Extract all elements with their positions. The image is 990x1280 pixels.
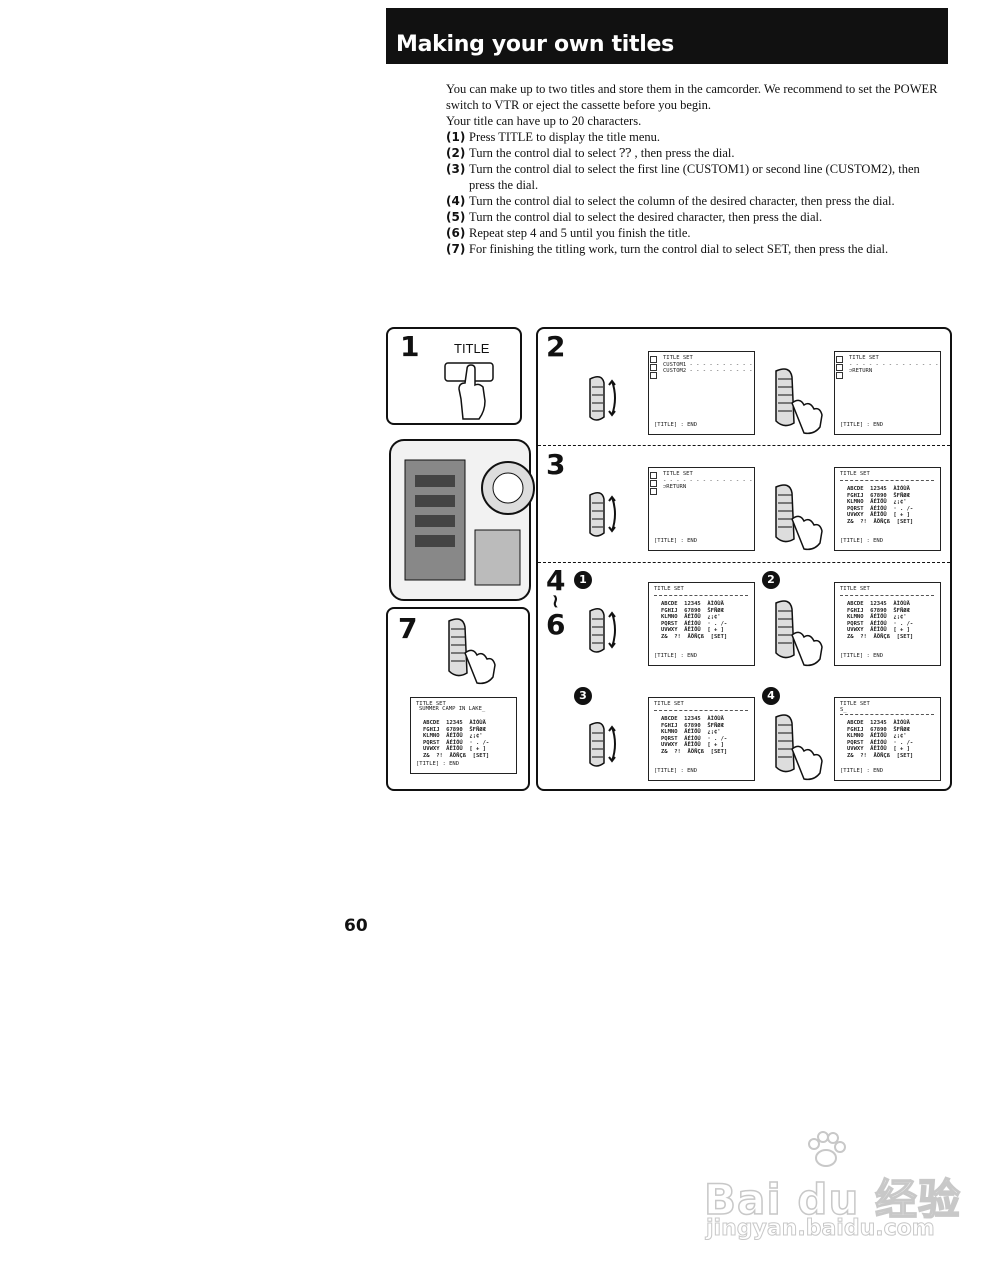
step-number: (7): [446, 242, 466, 256]
step-number: (5): [446, 210, 466, 224]
step-5: (5)Turn the control dial to select the d…: [446, 209, 946, 225]
panel-steps-2-6: 2 TITLE SET CUSTOM1 - - - - - - - - - - …: [536, 327, 952, 791]
step-text: For finishing the titling work, turn the…: [469, 242, 889, 256]
dial-turn-icon: [589, 376, 616, 421]
lcd-screen-character-set: TITLE SET ABCDE 12345 ÀÌÓÙÄ FGHIJ 67890 …: [834, 467, 941, 551]
screen-menu: TITLE SET - - - - - - - - - - - - - - - …: [663, 471, 753, 491]
panel-step-number: 6: [546, 608, 566, 641]
screen-menu: TITLE SET CUSTOM1 - - - - - - - - - - - …: [663, 355, 753, 375]
step-number: (1): [446, 130, 466, 144]
character-grid: ABCDE 12345 ÀÌÓÙÄ FGHIJ 67890 ŠFÑØÆ KLMN…: [847, 601, 914, 640]
divider: [538, 445, 950, 446]
screen-title: TITLE SET: [416, 701, 446, 707]
step-number: (6): [446, 226, 466, 240]
character-grid: ABCDE 12345 ÀÌÓÙÄ FGHIJ 67890 ŠFÑØÆ KLMN…: [423, 720, 490, 759]
divider: [538, 562, 950, 563]
screen-title: TITLE SET: [840, 701, 870, 707]
lcd-screen-select-column: TITLE SET ABCDE 12345 ÀÌÓÙÄ FGHIJ 67890 …: [648, 582, 755, 666]
screen-footer: [TITLE] : END: [654, 768, 698, 775]
range-tilde: ≀: [552, 591, 559, 611]
step-4: (4)Turn the control dial to select the c…: [446, 193, 946, 209]
panel-step-1: 1 TITLE: [386, 327, 522, 425]
screen-footer: [TITLE] : END: [840, 653, 884, 660]
step-number: (4): [446, 194, 466, 208]
sub-step-badge: 1: [574, 571, 592, 589]
screen-footer: [TITLE] : END: [654, 653, 698, 660]
panel-step-number: 3: [546, 448, 566, 481]
title-button-label: TITLE: [454, 341, 490, 356]
paw-logo-icon: [808, 1131, 846, 1167]
dial-turn-icon: [589, 608, 616, 653]
dial-turn-icon: [589, 722, 616, 767]
dial-press-icon: [448, 618, 496, 685]
screen-title: TITLE SET: [840, 586, 870, 592]
lcd-screen-select-character: TITLE SET ABCDE 12345 ÀÌÓÙÄ FGHIJ 67890 …: [648, 697, 755, 781]
screen-footer: [TITLE] : END: [416, 761, 460, 768]
panel-step-number: 1: [400, 330, 420, 363]
panel-step-number: 7: [398, 612, 418, 645]
step-text: Turn the control dial to select the desi…: [469, 210, 823, 224]
screen-title: TITLE SET: [654, 701, 684, 707]
section-header-bar: Making your own titles: [386, 8, 948, 64]
page-title: Making your own titles: [396, 32, 674, 57]
step-1: (1)Press TITLE to display the title menu…: [446, 129, 946, 145]
sub-step-badge: 3: [574, 687, 592, 705]
step-7: (7)For finishing the titling work, turn …: [446, 241, 946, 257]
lcd-screen-custom-line: TITLE SET - - - - - - - - - - - - - - - …: [648, 467, 755, 551]
panel-step-number: 2: [546, 330, 566, 363]
character-grid: ABCDE 12345 ÀÌÓÙÄ FGHIJ 67890 ŠFÑØÆ KLMN…: [847, 720, 914, 759]
step-number: (3): [446, 162, 466, 176]
step-2: (2)Turn the control dial to select ⁇ , t…: [446, 145, 946, 161]
page-number: 60: [344, 916, 368, 936]
dial-press-icon: [775, 600, 823, 667]
screen-footer: [TITLE] : END: [840, 538, 884, 545]
screen-title: TITLE SET: [654, 586, 684, 592]
sub-step-badge: 4: [762, 687, 780, 705]
intro-paragraph: You can make up to two titles and store …: [446, 82, 938, 112]
instructions: You can make up to two titles and store …: [446, 81, 946, 257]
lcd-screen-column-selected: TITLE SET ABCDE 12345 ÀÌÓÙÄ FGHIJ 67890 …: [834, 582, 941, 666]
screen-footer: [TITLE] : END: [654, 422, 698, 429]
screen-title-text: S_: [840, 707, 847, 713]
step-6: (6)Repeat step 4 and 5 until you finish …: [446, 225, 946, 241]
lcd-screen-character-entered: TITLE SET S_ ABCDE 12345 ÀÌÓÙÄ FGHIJ 678…: [834, 697, 941, 781]
step-text: Turn the control dial to select the colu…: [469, 194, 895, 208]
screen-title: TITLE SET: [840, 471, 870, 477]
panel-step-7: 7 TITLE SET SUMMER CAMP IN LAKE_ ABCDE 1…: [386, 607, 530, 791]
step-number: (2): [446, 146, 466, 160]
screen-footer: [TITLE] : END: [654, 538, 698, 545]
camcorder-illustration: [389, 439, 535, 601]
screen-menu: TITLE SET - - - - - - - - - - - - - - - …: [849, 355, 939, 375]
character-grid: ABCDE 12345 ÀÌÓÙÄ FGHIJ 67890 ŠFÑØÆ KLMN…: [661, 716, 728, 755]
lcd-screen-title-set: TITLE SET SUMMER CAMP IN LAKE_ ABCDE 123…: [410, 697, 517, 774]
lcd-screen-title-menu: TITLE SET CUSTOM1 - - - - - - - - - - - …: [648, 351, 755, 435]
screen-footer: [TITLE] : END: [840, 422, 884, 429]
dial-press-icon: [775, 484, 823, 551]
dial-press-icon: [775, 368, 823, 435]
screen-title-text: SUMMER CAMP IN LAKE_: [419, 706, 486, 712]
step-text: Press TITLE to display the title menu.: [469, 130, 661, 144]
watermark-url: jingyan.baidu.com: [706, 1216, 936, 1242]
intro-paragraph: Your title can have up to 20 characters.: [446, 114, 642, 128]
dial-turn-icon: [589, 492, 616, 537]
step-text: Turn the control dial to select ⁇ , then…: [469, 146, 735, 160]
dial-press-icon: [775, 714, 823, 781]
watermark-text: Bai du 经验: [703, 1174, 961, 1225]
step-3: (3)Turn the control dial to select the f…: [446, 161, 946, 193]
screen-footer: [TITLE] : END: [840, 768, 884, 775]
step-text: Repeat step 4 and 5 until you finish the…: [469, 226, 691, 240]
character-grid: ABCDE 12345 ÀÌÓÙÄ FGHIJ 67890 ŠFÑØÆ KLMN…: [661, 601, 728, 640]
step-text: Turn the control dial to select the firs…: [469, 162, 920, 192]
character-grid: ABCDE 12345 ÀÌÓÙÄ FGHIJ 67890 ŠFÑØÆ KLMN…: [847, 486, 914, 525]
panel-step-number: 4: [546, 564, 566, 597]
sub-step-badge: 2: [762, 571, 780, 589]
press-title-button-icon: [444, 362, 494, 420]
lcd-screen-custom-select: TITLE SET - - - - - - - - - - - - - - - …: [834, 351, 941, 435]
